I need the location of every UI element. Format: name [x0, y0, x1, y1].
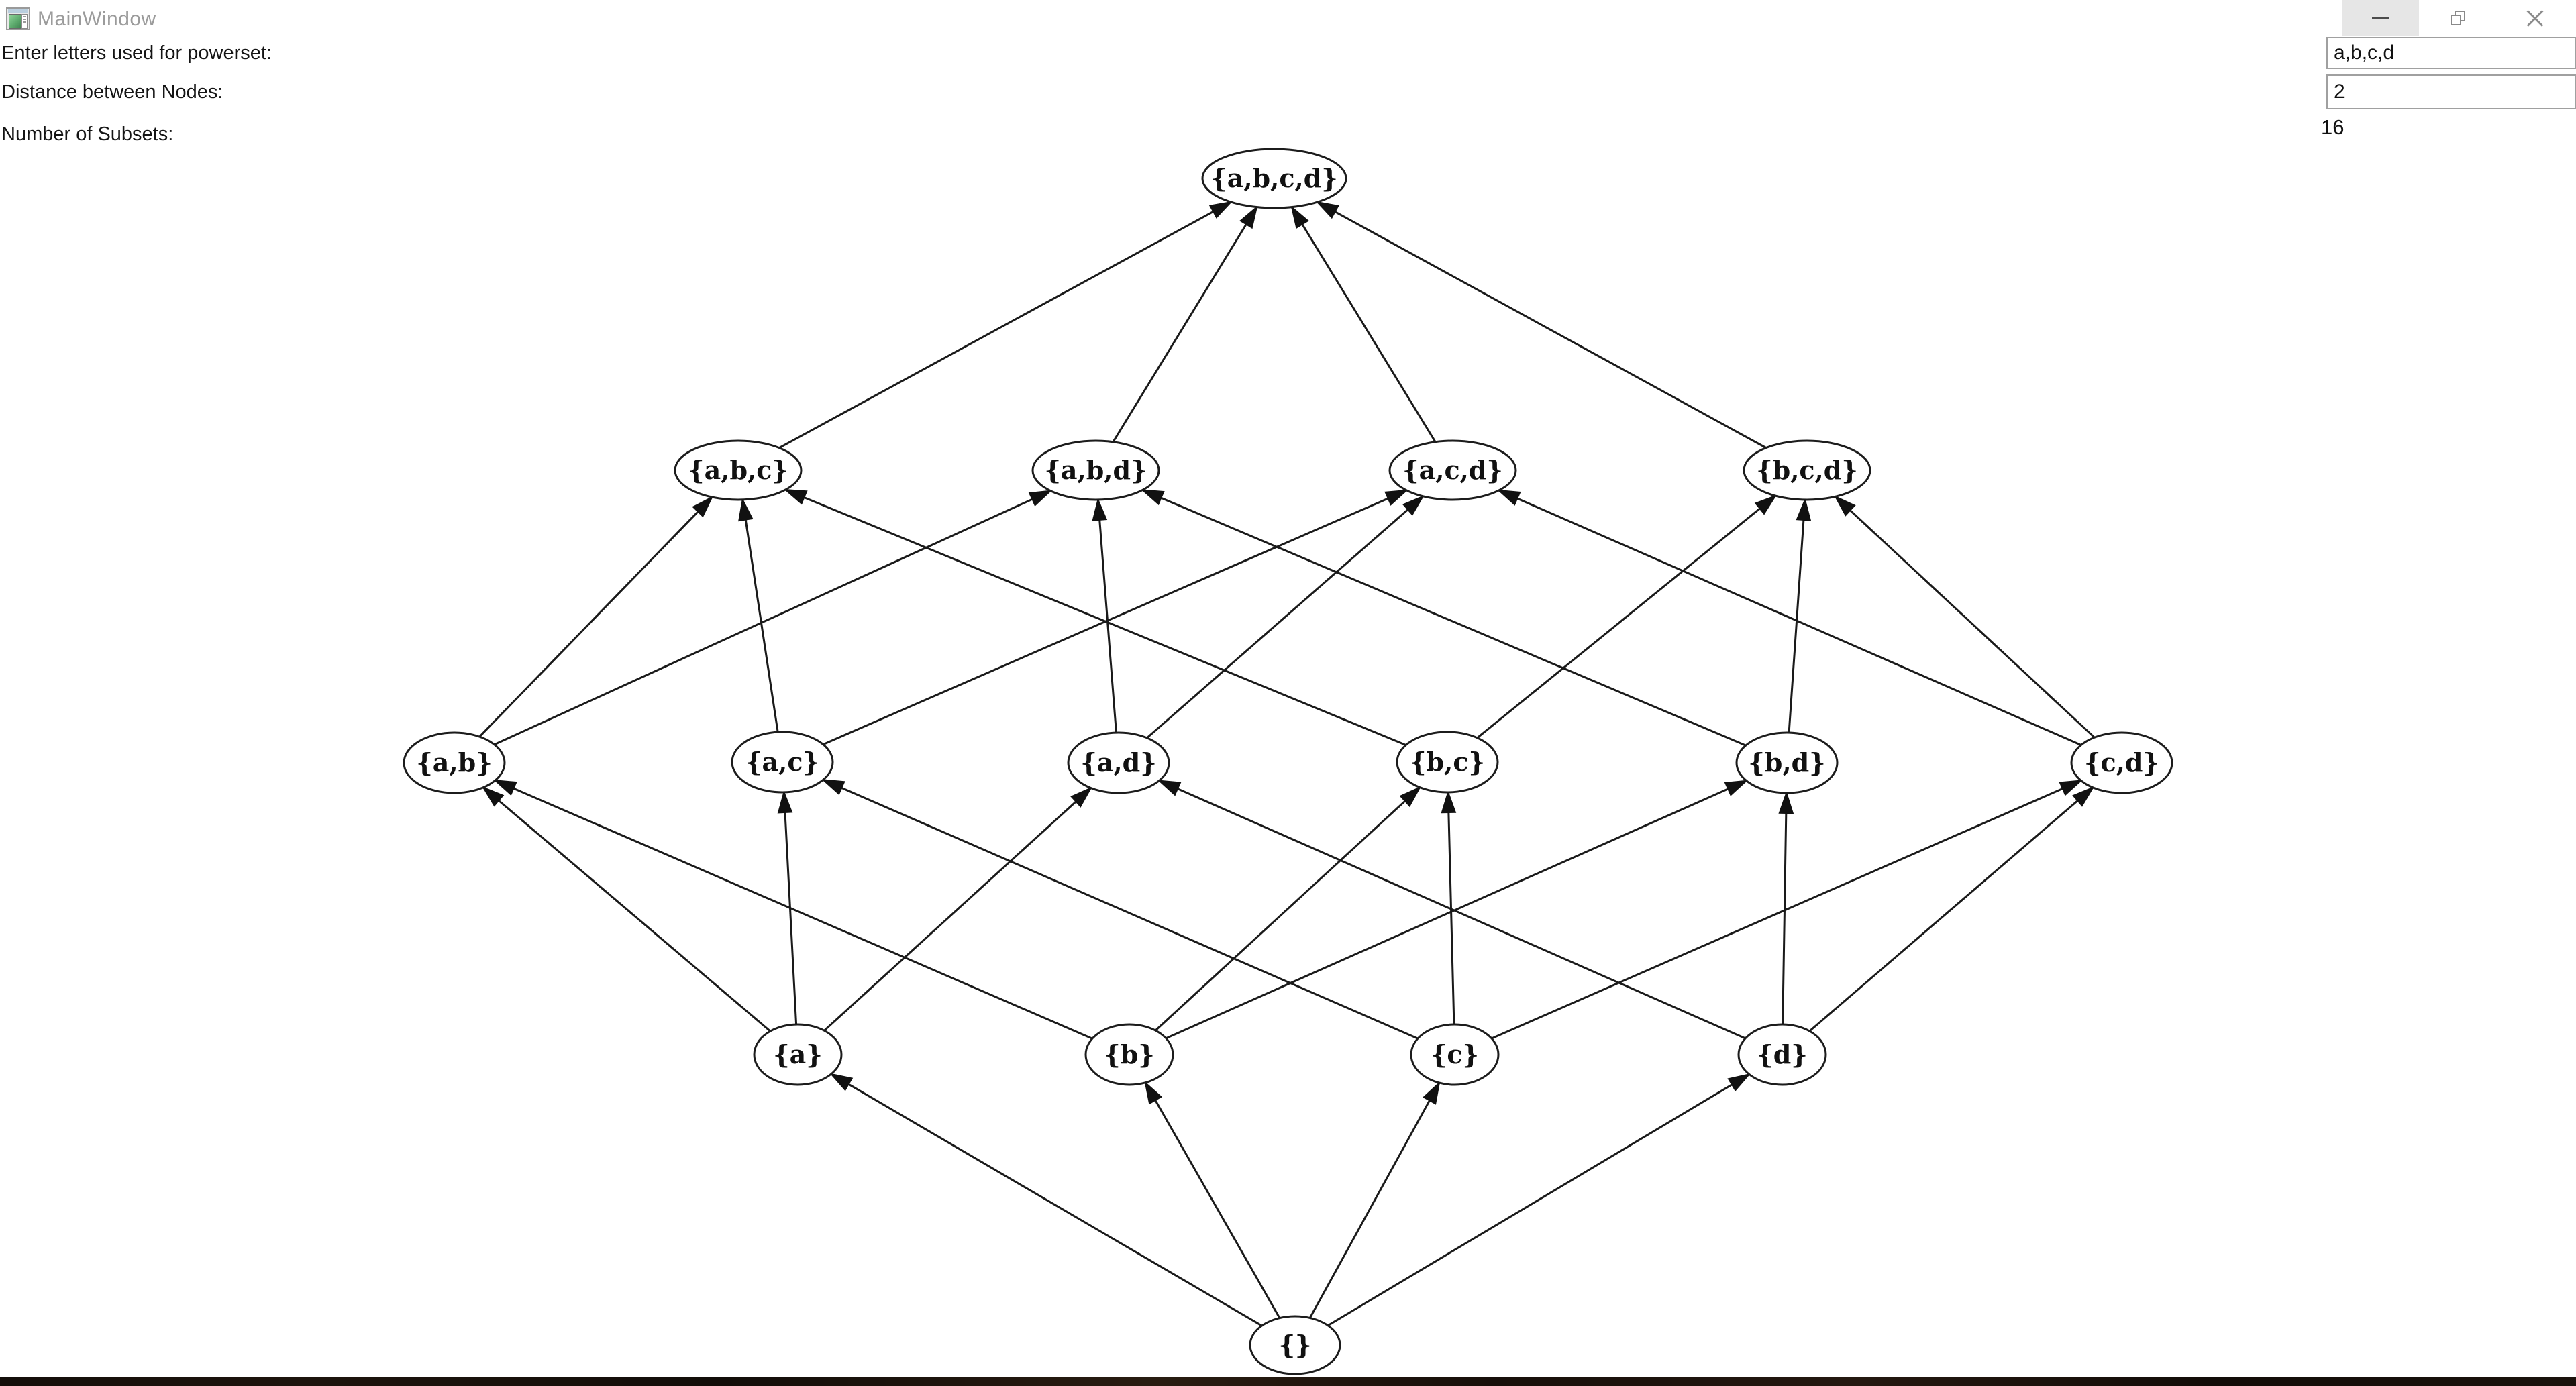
graph-node-empty: {} [1249, 1315, 1341, 1375]
window-title: MainWindow [38, 8, 156, 30]
graph-edge-ac-to-acd [823, 489, 1407, 745]
app-window-icon [6, 7, 30, 30]
graph-node-abd: {a,b,d} [1031, 439, 1160, 501]
graph-node-d: {d} [1737, 1023, 1827, 1086]
graph-node-acd: {a,c,d} [1388, 439, 1517, 501]
graph-node-ac: {a,c} [731, 731, 834, 794]
graph-node-c: {c} [1410, 1023, 1500, 1086]
graph-edge-ac-to-abc [743, 500, 779, 733]
graph-node-ellipse [1067, 731, 1170, 794]
graph-node-label: {b,c} [1410, 747, 1485, 777]
graph-node-ellipse [1249, 1315, 1341, 1375]
graph-node-bc: {b,c} [1396, 731, 1499, 794]
graph-node-label: {b,d} [1748, 747, 1825, 778]
graph-edge-ad-to-acd [1146, 496, 1423, 739]
graph-edge-b-to-ab [495, 779, 1093, 1040]
graph-edge-abc-to-abcd [778, 202, 1231, 449]
graph-node-abc: {a,b,c} [674, 439, 803, 501]
graph-node-b: {b} [1084, 1023, 1174, 1086]
graph-edge-cd-to-acd [1499, 489, 2082, 746]
graph-node-ellipse [1410, 1023, 1500, 1086]
graph-node-label: {b} [1104, 1039, 1154, 1069]
graph-edge-empty-to-d [1327, 1074, 1749, 1326]
graph-edge-empty-to-a [831, 1074, 1263, 1327]
graph-edge-bd-to-bcd [1788, 500, 1805, 733]
graph-edge-ab-to-abc [478, 497, 712, 738]
graph-edge-d-to-ad [1160, 780, 1746, 1040]
graph-edge-bc-to-abc [786, 488, 1406, 746]
graph-node-ellipse [403, 731, 506, 794]
graph-node-ellipse [2070, 731, 2173, 794]
graph-edge-c-to-cd [1491, 780, 2081, 1040]
graph-edges [478, 202, 2096, 1327]
graph-edge-d-to-bd [1783, 793, 1787, 1025]
restore-down-icon [2451, 11, 2465, 25]
graph-node-label: {a,b,c} [688, 455, 788, 485]
graph-node-label: {a,b,c,d} [1210, 163, 1337, 193]
graph-edge-bcd-to-abcd [1317, 202, 1767, 449]
graph-node-ellipse [753, 1023, 843, 1086]
graph-node-label: {a,b} [416, 747, 492, 778]
graph-node-ellipse [1743, 439, 1871, 501]
graph-node-ad: {a,d} [1067, 731, 1170, 794]
distance-label: Distance between Nodes: [1, 81, 223, 103]
graph-node-label: {a,c} [745, 747, 819, 777]
graph-node-ellipse [731, 731, 834, 794]
graph-edge-bd-to-abd [1143, 489, 1747, 747]
graph-edge-b-to-bc [1155, 788, 1420, 1032]
distance-input[interactable] [2326, 74, 2576, 109]
graph-edge-acd-to-abcd [1292, 207, 1437, 443]
graph-edge-a-to-ab [483, 788, 771, 1032]
restore-button[interactable] [2419, 0, 2496, 36]
graph-node-label: {a,d} [1080, 747, 1156, 778]
graph-node-cd: {c,d} [2070, 731, 2173, 794]
graph-edge-abd-to-abcd [1112, 207, 1257, 443]
graph-node-bd: {b,d} [1735, 731, 1839, 794]
graph-edge-ad-to-abd [1098, 500, 1117, 733]
title-bar[interactable]: MainWindow [0, 0, 2576, 36]
graph-node-ellipse [1388, 439, 1517, 501]
minimize-icon [2372, 17, 2389, 19]
close-button[interactable] [2496, 0, 2576, 36]
subsets-label: Number of Subsets: [1, 123, 174, 145]
graph-node-label: {a} [773, 1039, 823, 1069]
graph-node-label: {c} [1431, 1039, 1479, 1069]
graph-node-ellipse [1396, 731, 1499, 794]
subsets-count-value: 16 [2321, 115, 2345, 139]
taskbar[interactable] [0, 1377, 2576, 1386]
graph-node-abcd: {a,b,c,d} [1201, 148, 1347, 209]
caption-buttons [2342, 0, 2576, 36]
graph-node-ellipse [1737, 1023, 1827, 1086]
graph-nodes: {a,b,c,d} {a,b,c} {a,b,d} {a,c,d} {b,c,d} {a,… [403, 148, 2173, 1375]
graph-edge-d-to-cd [1808, 788, 2093, 1032]
graph-node-bcd: {b,c,d} [1743, 439, 1871, 501]
graph-edge-bc-to-bcd [1476, 496, 1775, 739]
graph-edge-empty-to-b [1145, 1083, 1281, 1319]
graph-node-label: {c,d} [2084, 747, 2159, 778]
graph-edge-a-to-ad [823, 788, 1090, 1032]
graph-node-ellipse [1031, 439, 1160, 501]
graph-edge-cd-to-bcd [1835, 496, 2096, 739]
graph-node-ellipse [674, 439, 803, 501]
minimize-button[interactable] [2342, 0, 2419, 36]
letters-input[interactable] [2326, 37, 2576, 69]
graph-node-ellipse [1735, 731, 1839, 794]
letters-label: Enter letters used for powerset: [1, 42, 272, 64]
graph-edge-b-to-bd [1166, 780, 1747, 1040]
graph-node-label: {d} [1757, 1039, 1807, 1069]
graph-node-ellipse [1201, 148, 1347, 209]
graph-edge-ab-to-abd [494, 490, 1051, 746]
graph-edge-empty-to-c [1308, 1083, 1439, 1319]
graph-node-ellipse [1084, 1023, 1174, 1086]
graph-node-label: {} [1279, 1330, 1312, 1360]
graph-edge-c-to-ac [823, 779, 1419, 1040]
graph-node-ab: {a,b} [403, 731, 506, 794]
graph-node-label: {a,b,d} [1044, 455, 1147, 485]
graph-node-label: {b,c,d} [1756, 455, 1858, 485]
graph-node-a: {a} [753, 1023, 843, 1086]
graph-node-label: {a,c,d} [1402, 455, 1503, 485]
